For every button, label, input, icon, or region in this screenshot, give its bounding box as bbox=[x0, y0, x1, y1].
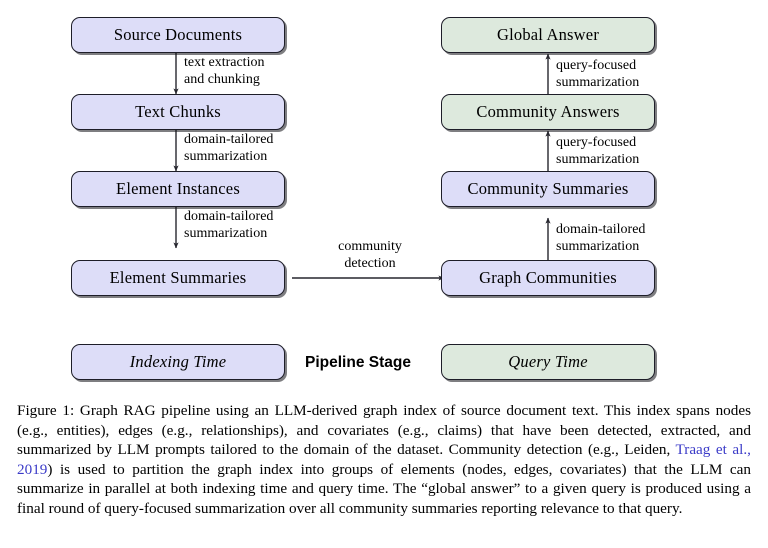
node-label: Element Instances bbox=[116, 178, 240, 198]
node-label: Community Answers bbox=[476, 101, 620, 121]
graph-rag-pipeline-figure: Source Documents Text Chunks Element Ins… bbox=[71, 17, 655, 380]
edge-label-line: summarization bbox=[184, 148, 268, 164]
node-community-answers[interactable]: Community Answers bbox=[441, 94, 655, 130]
node-text-chunks[interactable]: Text Chunks bbox=[71, 94, 285, 130]
edge-label-line: domain-tailored bbox=[184, 209, 274, 224]
node-label: Global Answer bbox=[496, 24, 600, 44]
edge-label-communities-summarization: domain-tailored summarization bbox=[556, 222, 645, 255]
figure-caption: Figure 1: Graph RAG pipeline using an LL… bbox=[17, 401, 751, 519]
pipeline-arrows bbox=[173, 53, 551, 281]
edge-label-community-detection: community detection bbox=[318, 239, 422, 272]
edge-label-line: summarization bbox=[556, 151, 640, 167]
edge-label-line: detection bbox=[344, 255, 396, 271]
edge-label-line: query-focused bbox=[556, 58, 637, 73]
node-graph-communities[interactable]: Graph Communities bbox=[441, 260, 655, 296]
edge-label-chunks-summarization: domain-tailored summarization bbox=[184, 132, 273, 165]
node-community-summaries[interactable]: Community Summaries bbox=[441, 171, 655, 207]
edge-label-answers-query-focused: query-focused summarization bbox=[556, 58, 639, 91]
node-label: Element Summaries bbox=[109, 267, 247, 287]
edge-label-line: summarization bbox=[556, 238, 640, 254]
edge-label-comsummaries-query-focused: query-focused summarization bbox=[556, 135, 639, 168]
node-global-answer[interactable]: Global Answer bbox=[441, 17, 655, 53]
node-element-summaries[interactable]: Element Summaries bbox=[71, 260, 285, 296]
node-label: Text Chunks bbox=[135, 101, 221, 121]
legend-query-time[interactable]: Query Time bbox=[441, 344, 655, 380]
legend-label: Indexing Time bbox=[129, 351, 227, 371]
edge-label-line: community bbox=[338, 239, 402, 254]
pipeline-stage-label: Pipeline Stage bbox=[305, 354, 411, 371]
edge-label-line: summarization bbox=[184, 225, 268, 241]
edge-label-text-extraction: text extraction and chunking bbox=[184, 55, 264, 88]
caption-citation-link[interactable]: Traag et al., 2019 bbox=[17, 441, 751, 478]
legend-label: Query Time bbox=[508, 351, 588, 371]
edge-label-line: text extraction bbox=[184, 55, 265, 70]
node-label: Community Summaries bbox=[467, 178, 629, 198]
caption-part-2: ) is used to partition the graph index i… bbox=[17, 460, 751, 517]
node-label: Graph Communities bbox=[479, 267, 617, 287]
legend-indexing-time[interactable]: Indexing Time bbox=[71, 344, 285, 380]
node-element-instances[interactable]: Element Instances bbox=[71, 171, 285, 207]
node-source-documents[interactable]: Source Documents bbox=[71, 17, 285, 53]
node-label: Source Documents bbox=[113, 24, 243, 44]
edge-label-line: and chunking bbox=[184, 71, 260, 87]
caption-part-1: Figure 1: Graph RAG pipeline using an LL… bbox=[17, 402, 751, 459]
edge-label-line: domain-tailored bbox=[556, 222, 646, 237]
edge-label-instances-summarization: domain-tailored summarization bbox=[184, 209, 273, 242]
edge-label-line: query-focused bbox=[556, 135, 637, 150]
edge-label-line: summarization bbox=[556, 74, 640, 90]
edge-label-line: domain-tailored bbox=[184, 132, 274, 147]
